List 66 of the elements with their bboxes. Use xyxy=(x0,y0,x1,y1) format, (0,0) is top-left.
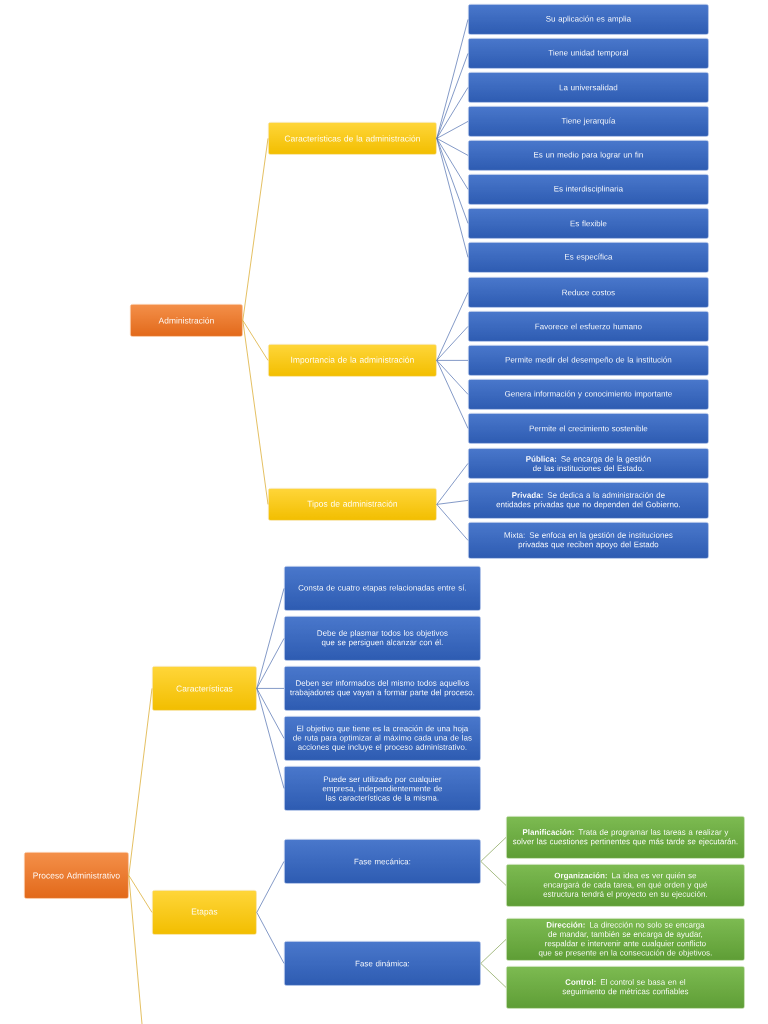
leaf-box: Control: El control se basa en el seguimiento de métricas confiables xyxy=(506,966,745,1009)
connector-line xyxy=(480,939,507,964)
leaf-box: Es un medio para lograr un fin xyxy=(468,140,709,171)
connector-line xyxy=(128,875,153,913)
root-box: Proceso Administrativo xyxy=(24,852,129,899)
branch-box: Importancia de la administración xyxy=(268,344,437,377)
leaf-box: Es específica xyxy=(468,242,709,273)
connector-line xyxy=(436,500,469,505)
branch-box: Características de la administración xyxy=(268,122,437,155)
connector-line xyxy=(436,360,469,429)
connector-line xyxy=(256,688,285,689)
leaf-box: Organización: La idea es ver quién se encargará de cada tarea, en qué orden y qué estructura tendrá el proyecto en su ejecución. xyxy=(506,864,745,907)
branch-box: Características xyxy=(152,666,257,711)
branch-box: Tipos de administración xyxy=(268,488,437,521)
connector-line xyxy=(436,138,469,258)
leaf-box: Permite medir del desempeño de la institución xyxy=(468,345,709,376)
leaf-box: La universalidad xyxy=(468,72,709,103)
connector-line xyxy=(256,912,285,964)
connector-line xyxy=(436,121,469,139)
leaf-box: El objetivo que tiene es la creación de una hoja de ruta para optimizar al máximo cada una de las acciones que incluye el proceso administrativo. xyxy=(284,716,481,761)
connector-line xyxy=(242,138,269,321)
connector-line xyxy=(436,87,469,139)
leaf-box: Reduce costos xyxy=(468,277,709,308)
connector-line xyxy=(480,963,507,988)
leaf-box: Puede ser utilizado por cualquier empresa, independientemente de las características de la misma. xyxy=(284,766,481,811)
connector-line xyxy=(436,360,469,361)
leaf-box: Planificación: Trata de programar las tareas a realizar y solver las cuestiones pertinentes que más tarde se ejecutarán. xyxy=(506,816,745,859)
leaf-box: Fase mecánica: xyxy=(284,839,481,884)
leaf-box: Es interdisciplinaria xyxy=(468,174,709,205)
connector-line xyxy=(436,463,469,505)
connector-line xyxy=(436,292,469,361)
connector-line xyxy=(256,861,285,913)
connector-line xyxy=(256,688,285,789)
connector-line xyxy=(436,138,469,224)
leaf-box: Consta de cuatro etapas relacionadas entre sí. xyxy=(284,566,481,611)
connector-line xyxy=(480,837,507,862)
leaf-box: Pública: Se encarga de la gestión de las instituciones del Estado. xyxy=(468,448,709,479)
root-box: Administración xyxy=(130,304,243,337)
connector-line xyxy=(436,138,469,156)
connector-line xyxy=(242,320,269,361)
leaf-box: Debe de plasmar todos los objetivos que se persiguen alcanzar con él. xyxy=(284,616,481,661)
leaf-box: Deben ser informados del mismo todos aquellos trabajadores que vayan a formar parte del proceso. xyxy=(284,666,481,711)
leaf-box: Tiene jerarquía xyxy=(468,106,709,137)
connector-line xyxy=(436,504,469,541)
branch-box: Etapas xyxy=(152,890,257,935)
connector-line xyxy=(436,53,469,139)
connector-line xyxy=(128,875,143,1024)
connector-line xyxy=(436,360,469,395)
leaf-box: Es flexible xyxy=(468,208,709,239)
connector-line xyxy=(436,326,469,361)
leaf-box: Su aplicación es amplia xyxy=(468,4,709,35)
leaf-box: Permite el crecimiento sostenible xyxy=(468,413,709,444)
leaf-box: Favorece el esfuerzo humano xyxy=(468,311,709,342)
leaf-box: Mixta: Se enfoca en la gestión de instituciones privadas que reciben apoyo del Estado xyxy=(468,522,709,559)
connector-line xyxy=(256,588,285,689)
connector-line xyxy=(128,688,153,876)
connector-line xyxy=(436,138,469,190)
leaf-box: Genera información y conocimiento importante xyxy=(468,379,709,410)
connector-line xyxy=(256,688,285,739)
connector-line xyxy=(242,320,269,505)
leaf-box: Dirección: La dirección no solo se encarga de mandar, también se encarga de ayudar, respaldar e intervenir ante cualquier conflicto que se presente en la consecución de objetivos. xyxy=(506,918,745,961)
leaf-box: Tiene unidad temporal xyxy=(468,38,709,69)
leaf-box: Privada: Se dedica a la administración de entidades privadas que no dependen del Gobierno. xyxy=(468,482,709,519)
leaf-box: Fase dinámica: xyxy=(284,941,481,986)
connector-line xyxy=(256,638,285,689)
connector-line xyxy=(480,861,507,886)
